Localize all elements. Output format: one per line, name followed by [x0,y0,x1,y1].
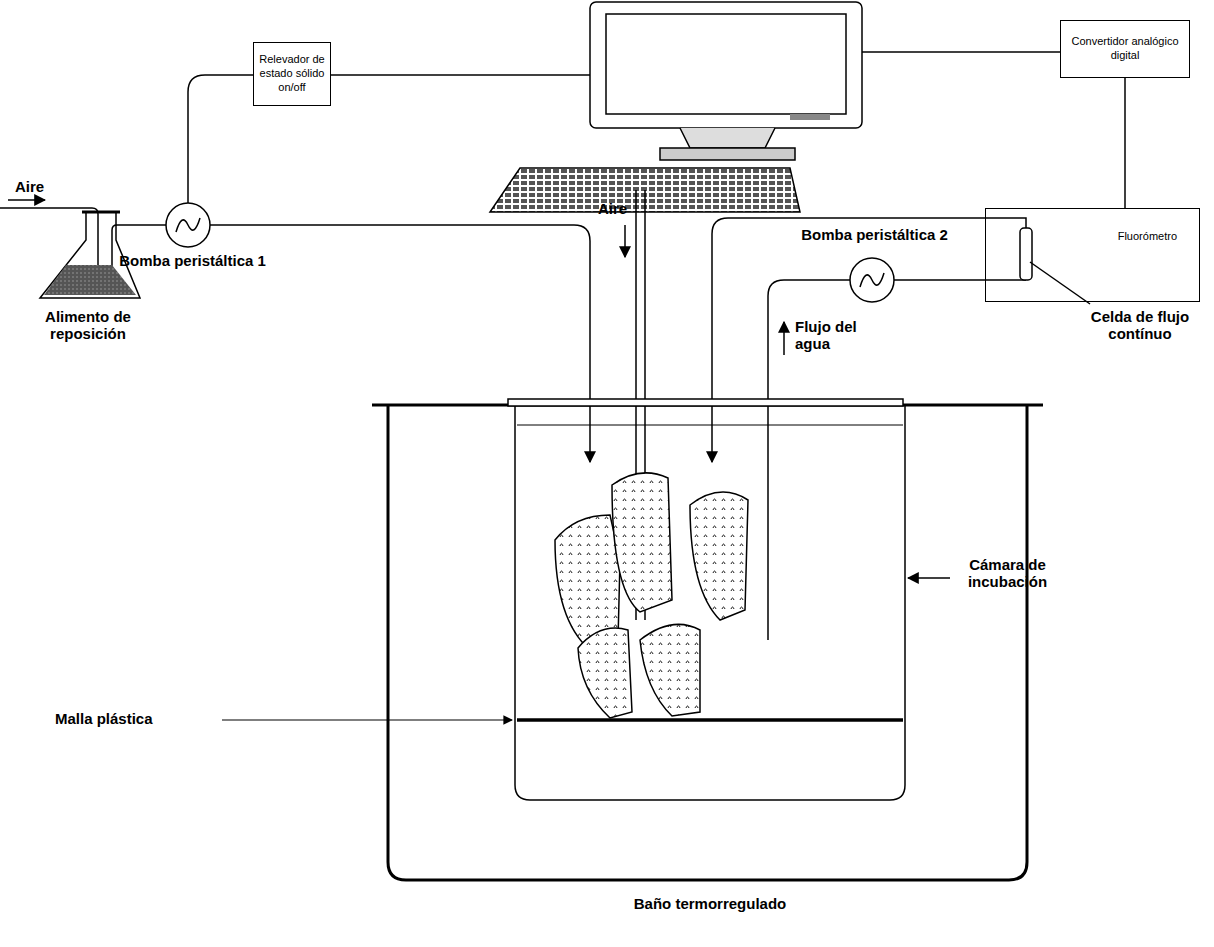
chamber-label: Cámara de incubación [945,556,1070,591]
incubation-chamber [508,399,905,800]
bath-label: Baño termorregulado [585,895,835,912]
leader-arrow [908,577,950,579]
signal-wire [862,51,1060,53]
flow-label: Flujo del agua [795,318,857,353]
feed-tube [210,225,590,462]
node-text: Relevador de estado sólido on/off [258,53,326,94]
converter-box: Convertidor analógico digital [1060,20,1190,78]
leader-arrow [222,719,512,720]
peristaltic-pump [850,258,894,302]
flask [0,200,166,298]
air-label: Aire [598,200,658,217]
computer [490,2,862,212]
feed-label: Alimento de reposición [18,308,158,343]
flow-cell [1020,228,1032,280]
relay-box: Relevador de estado sólido on/off [253,42,331,106]
fluorometer-box: Fluorómetro [985,208,1200,302]
macroalgae [555,473,748,718]
leader-line [1030,262,1090,304]
mesh-label: Malla plástica [55,710,225,727]
air-label: Aire [15,178,75,195]
signal-wire [331,74,590,76]
node-text: Convertidor analógico digital [1065,35,1185,63]
thermostatic-bath [372,405,1043,880]
tube [894,279,1026,281]
control-wire [188,75,253,203]
node-text: Fluorómetro [1118,230,1177,244]
pump-label: Bomba peristáltica 2 [777,226,972,243]
cell-label: Celda de flujo contínuo [1078,308,1202,343]
signal-cable [1124,78,1126,208]
pump-label: Bomba peristáltica 1 [105,252,280,269]
peristaltic-pump [166,203,210,247]
flow-arrow [783,322,785,355]
air-arrow [624,225,626,257]
